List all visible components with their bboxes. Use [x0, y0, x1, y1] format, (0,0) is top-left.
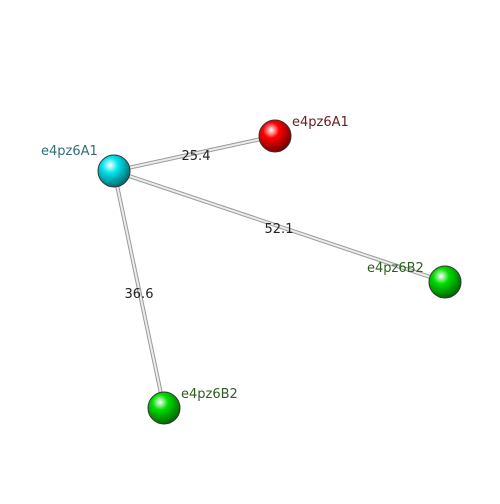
- node-label-red: e4pz6A1: [292, 115, 349, 130]
- edge-labels-layer: 25.4 52.1 36.6: [125, 149, 294, 302]
- node-bottom[interactable]: [147, 391, 181, 425]
- edge-center-right: [113, 169, 446, 284]
- node-red[interactable]: [258, 119, 292, 153]
- node-right[interactable]: [428, 265, 462, 299]
- node-labels-layer: e4pz6A1 e4pz6A1 e4pz6B2 e4pz6B2: [41, 115, 424, 402]
- edge-label-center-red: 25.4: [182, 149, 211, 164]
- node-label-center: e4pz6A1: [41, 144, 98, 159]
- edges-layer: [112, 134, 446, 409]
- edge-center-red: [113, 134, 276, 173]
- edge-label-center-bottom: 36.6: [125, 287, 154, 302]
- nodes-layer: [97, 119, 462, 425]
- node-label-right: e4pz6B2: [367, 261, 424, 276]
- edge-center-bottom: [112, 170, 166, 409]
- node-center[interactable]: [97, 154, 131, 188]
- node-label-bottom: e4pz6B2: [181, 387, 238, 402]
- edge-label-center-right: 52.1: [265, 222, 294, 237]
